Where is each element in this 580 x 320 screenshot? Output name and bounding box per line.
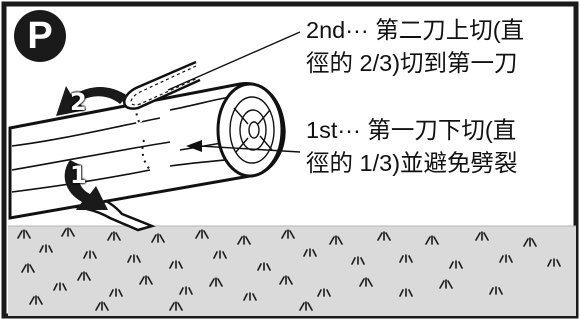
step-1-note-line-2: 徑的 1/3)並避免劈裂: [306, 150, 518, 176]
step-2-note-line-1: 2nd··· 第二刀上切(直: [306, 17, 525, 43]
grass-tufts: [17, 227, 561, 311]
step-1-number: 1: [70, 161, 87, 189]
leader-line-2: [167, 31, 301, 91]
step-2-number: 2: [70, 88, 87, 116]
section-badge-p: P: [14, 10, 66, 62]
chainsaw-chain: [130, 65, 199, 106]
step-2-note-line-2: 徑的 2/3)切到第一刀: [306, 50, 518, 76]
chainsaw-blade: [123, 60, 201, 110]
growth-rings: [229, 96, 275, 164]
step-2-note: 2nd··· 第二刀上切(直 徑的 2/3)切到第一刀: [306, 14, 524, 80]
step-1-note: 1st··· 第一刀下切(直 徑的 1/3)並避免劈裂: [306, 114, 518, 180]
leader-line-1: [199, 145, 301, 153]
leader-arrow-1: [186, 140, 202, 152]
arrow-2: [56, 86, 128, 116]
ground: [8, 226, 576, 316]
step-1-note-line-1: 1st··· 第一刀下切(直: [306, 117, 517, 143]
arrow-1: [64, 160, 108, 210]
log-end: [216, 82, 284, 178]
